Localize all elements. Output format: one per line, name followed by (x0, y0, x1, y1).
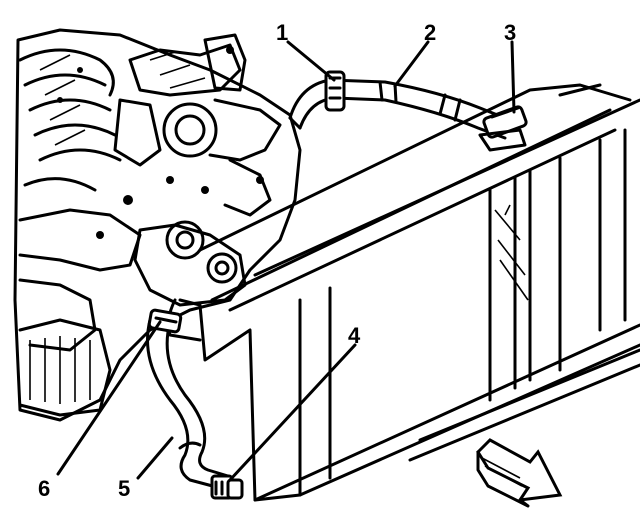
callout-5: 5 (118, 476, 130, 501)
radiator-core-support (166, 83, 640, 502)
callout-4: 4 (348, 323, 361, 348)
callout-labels: 1 2 3 4 5 6 (38, 20, 516, 501)
engine-assembly (13, 28, 302, 422)
upper-radiator-hose (288, 78, 512, 140)
leader-line-4 (228, 343, 357, 482)
leader-lines (56, 40, 516, 482)
leader-line-3 (510, 40, 516, 114)
leader-line-5 (136, 436, 174, 480)
upper-hose-clamp (324, 70, 346, 112)
front-direction-arrow (476, 438, 563, 508)
leader-line-2 (393, 40, 430, 88)
callout-6: 6 (38, 476, 50, 501)
callout-1: 1 (276, 20, 288, 45)
callout-2: 2 (424, 20, 436, 45)
leader-line-6 (56, 320, 162, 476)
lower-hose-radiator-clamp (210, 474, 244, 500)
leader-line-1 (286, 40, 336, 82)
lower-radiator-hose (146, 318, 230, 490)
callout-3: 3 (504, 20, 516, 45)
